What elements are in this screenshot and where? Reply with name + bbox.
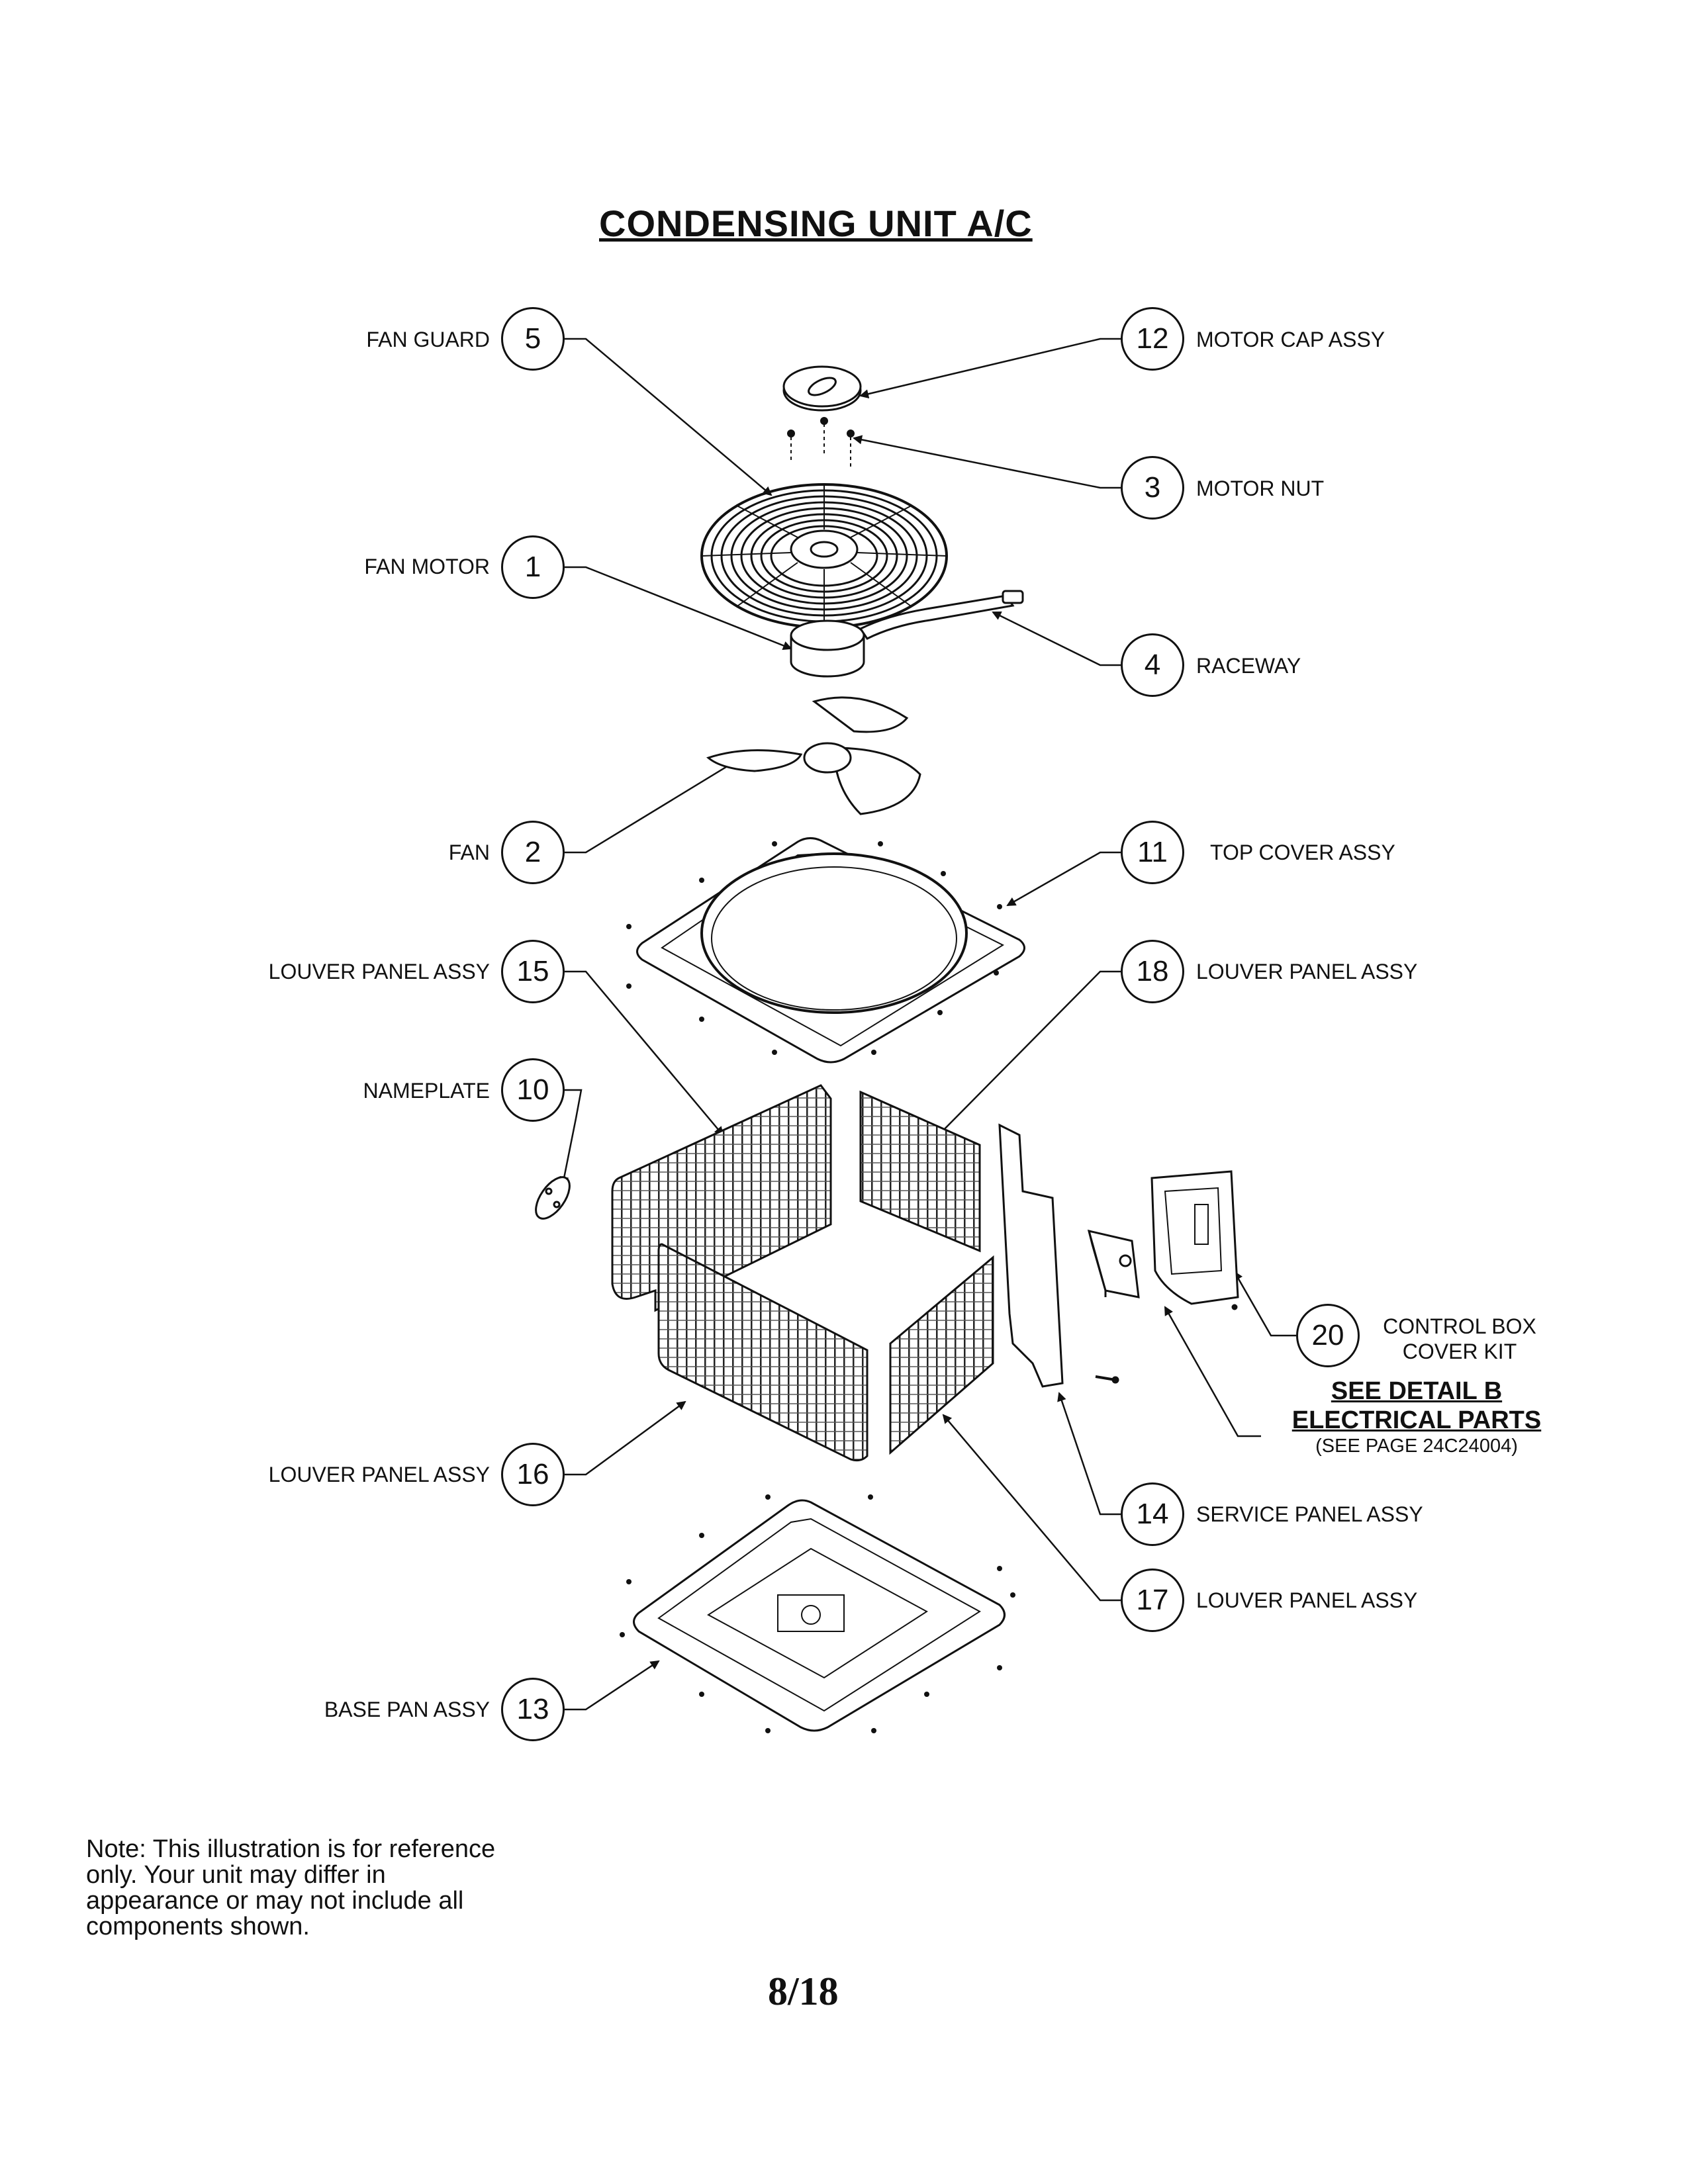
nameplate-drawing xyxy=(535,1176,571,1220)
label-louver-panel-18: LOUVER PANEL ASSY xyxy=(1196,960,1418,983)
callout-18: 18 xyxy=(1121,940,1184,1003)
label-service-panel-assy: SERVICE PANEL ASSY xyxy=(1196,1502,1423,1526)
callout-4: 4 xyxy=(1121,633,1184,697)
callout-15: 15 xyxy=(501,940,565,1003)
callout-16: 16 xyxy=(501,1443,565,1506)
leader-lines xyxy=(559,338,1296,1711)
detail-line2: ELECTRICAL PARTS xyxy=(1291,1406,1542,1434)
callout-17: 17 xyxy=(1121,1569,1184,1632)
callout-1: 1 xyxy=(501,535,565,599)
raceway-drawing xyxy=(859,590,1024,640)
label-raceway: RACEWAY xyxy=(1196,654,1301,678)
motor-cap-drawing xyxy=(782,365,862,412)
label-louver-panel-16: LOUVER PANEL ASSY xyxy=(268,1463,490,1486)
label-louver-panel-15: LOUVER PANEL ASSY xyxy=(268,960,490,983)
detail-reference: SEE DETAIL B ELECTRICAL PARTS (SEE PAGE … xyxy=(1278,1377,1556,1457)
label-fan: FAN xyxy=(448,841,490,864)
label-fan-guard: FAN GUARD xyxy=(366,328,490,351)
fan-motor-drawing xyxy=(790,619,865,678)
detail-line3: (SEE PAGE 24C24004) xyxy=(1315,1435,1518,1457)
label-control-box-cover-kit: CONTROL BOX COVER KIT xyxy=(1370,1314,1549,1364)
base-pan-drawing xyxy=(620,1494,1015,1733)
callout-11: 11 xyxy=(1121,821,1184,884)
label-fan-motor: FAN MOTOR xyxy=(364,555,490,578)
detail-line1: SEE DETAIL B xyxy=(1331,1377,1503,1405)
callout-14: 14 xyxy=(1121,1482,1184,1546)
callout-2: 2 xyxy=(501,821,565,884)
label-motor-cap-assy: MOTOR CAP ASSY xyxy=(1196,328,1385,351)
fan-guard-drawing xyxy=(700,483,948,629)
label-control-box-line1: CONTROL BOX xyxy=(1383,1314,1536,1338)
label-louver-panel-17: LOUVER PANEL ASSY xyxy=(1196,1588,1418,1612)
label-base-pan-assy: BASE PAN ASSY xyxy=(324,1698,490,1721)
callout-12: 12 xyxy=(1121,307,1184,371)
callout-5: 5 xyxy=(501,307,565,371)
label-control-box-line2: COVER KIT xyxy=(1402,1340,1517,1363)
label-top-cover-assy: TOP COVER ASSY xyxy=(1210,841,1395,864)
reference-note: Note: This illustration is for reference… xyxy=(86,1835,496,1940)
control-box-drawing xyxy=(1087,1170,1239,1310)
callout-10: 10 xyxy=(501,1058,565,1122)
label-motor-nut: MOTOR NUT xyxy=(1196,477,1325,500)
louver-panel-17-drawing xyxy=(889,1255,994,1455)
label-nameplate: NAMEPLATE xyxy=(363,1079,490,1103)
louver-panel-16-drawing xyxy=(657,1243,868,1462)
callout-13: 13 xyxy=(501,1678,565,1741)
service-panel-drawing xyxy=(998,1123,1119,1388)
fan-blades-drawing xyxy=(706,696,921,815)
louver-panel-18-drawing xyxy=(859,1090,981,1253)
top-cover-drawing xyxy=(626,837,1025,1064)
callout-20: 20 xyxy=(1296,1304,1360,1367)
page-number: 8/18 xyxy=(768,1970,839,2013)
motor-nuts-drawing xyxy=(787,417,855,470)
callout-3: 3 xyxy=(1121,456,1184,520)
page-title: CONDENSING UNIT A/C xyxy=(599,203,1033,244)
